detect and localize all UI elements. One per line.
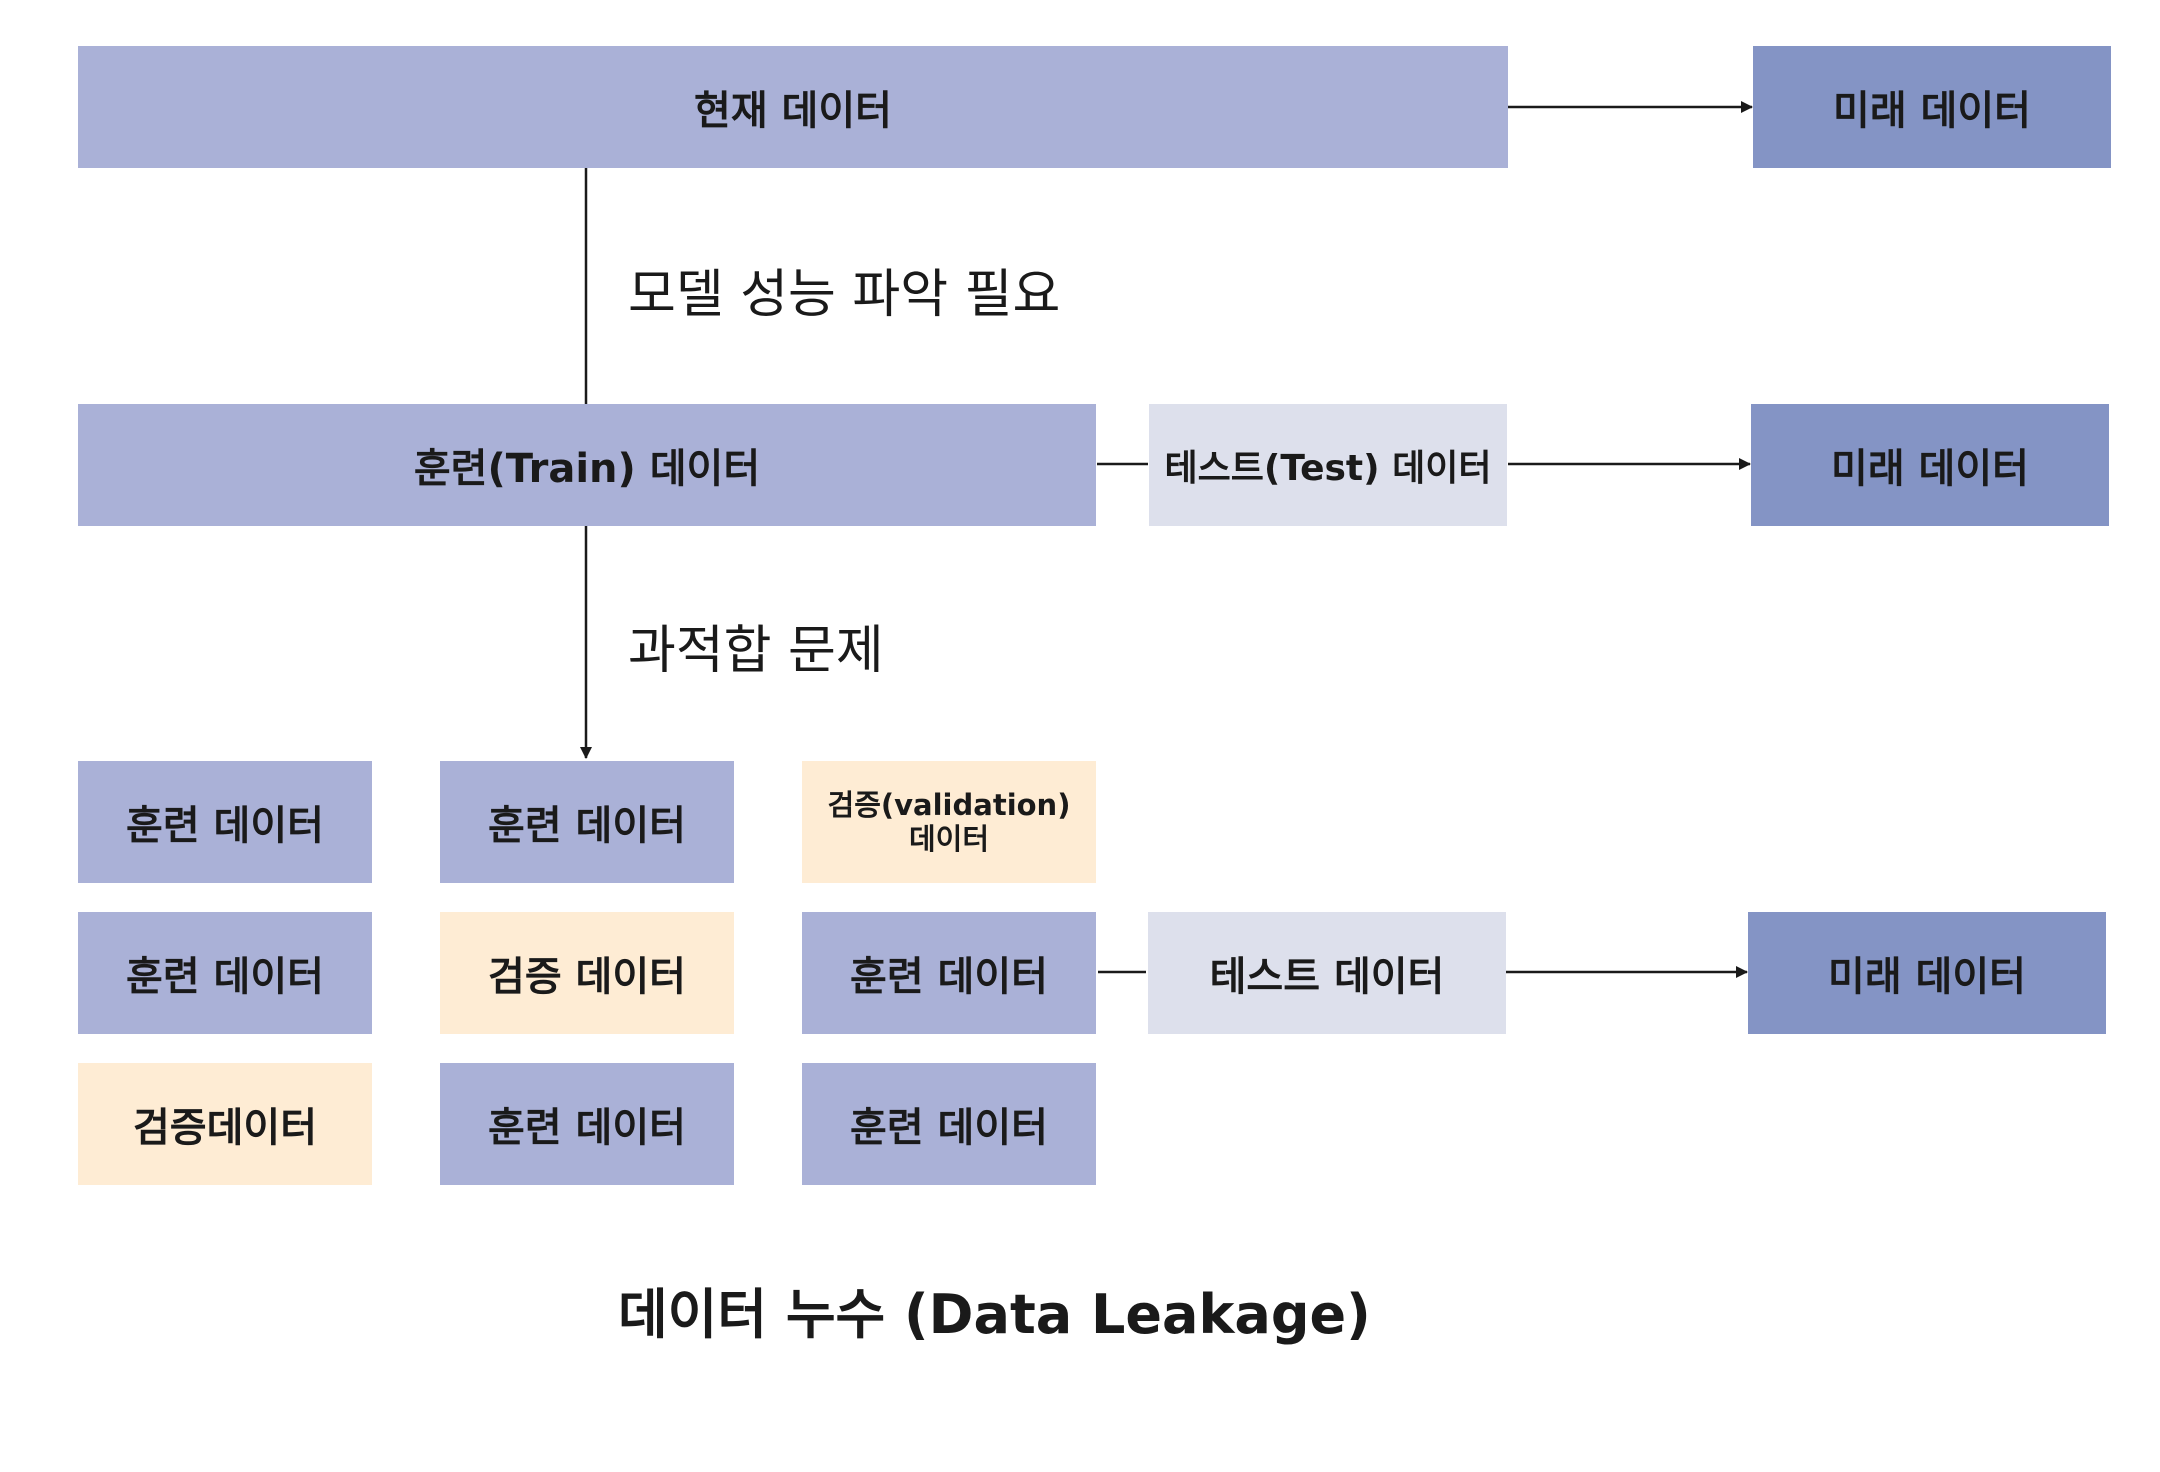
grid-r1c1-train: 훈련 데이터 xyxy=(78,761,372,883)
test-data-label: 테스트(Test) 데이터 xyxy=(1164,448,1492,489)
grid-r1c3-label-line1: 검증(validation) xyxy=(827,788,1071,822)
current-data-box: 현재 데이터 xyxy=(78,46,1508,168)
grid-r2c1-train: 훈련 데이터 xyxy=(78,912,372,1034)
grid-r1c3-validation: 검증(validation) 데이터 xyxy=(802,761,1096,883)
future-data-label-middle: 미래 데이터 xyxy=(1831,446,2029,492)
grid-r3c3-train: 훈련 데이터 xyxy=(802,1063,1096,1185)
grid-r3c1-validation: 검증데이터 xyxy=(78,1063,372,1185)
future-data-label-top: 미래 데이터 xyxy=(1833,88,2031,134)
grid-r3c3-label: 훈련 데이터 xyxy=(850,1105,1048,1151)
diagram-title: 데이터 누수 (Data Leakage) xyxy=(618,1283,1371,1346)
grid-r2c2-label: 검증 데이터 xyxy=(488,954,686,1000)
grid-r1c1-label: 훈련 데이터 xyxy=(126,803,324,849)
grid-test-data-label: 테스트 데이터 xyxy=(1209,954,1445,1000)
future-data-box-top: 미래 데이터 xyxy=(1753,46,2111,168)
grid-r2c3-label: 훈련 데이터 xyxy=(850,954,1048,1000)
grid-r1c2-train: 훈련 데이터 xyxy=(440,761,734,883)
train-data-box: 훈련(Train) 데이터 xyxy=(78,404,1096,526)
future-data-label-bottom: 미래 데이터 xyxy=(1828,954,2026,1000)
grid-r3c2-label: 훈련 데이터 xyxy=(488,1105,686,1151)
grid-r2c3-train: 훈련 데이터 xyxy=(802,912,1096,1034)
train-data-label: 훈련(Train) 데이터 xyxy=(413,446,761,492)
overfitting-label: 과적합 문제 xyxy=(628,621,884,681)
grid-r1c3-label-line2: 데이터 xyxy=(908,822,990,856)
current-data-label: 현재 데이터 xyxy=(694,88,892,134)
grid-r1c2-label: 훈련 데이터 xyxy=(488,803,686,849)
grid-r2c1-label: 훈련 데이터 xyxy=(126,954,324,1000)
future-data-box-middle: 미래 데이터 xyxy=(1751,404,2109,526)
grid-r3c1-label: 검증데이터 xyxy=(133,1105,317,1151)
test-data-box: 테스트(Test) 데이터 xyxy=(1149,404,1507,526)
grid-r2c2-validation: 검증 데이터 xyxy=(440,912,734,1034)
future-data-box-bottom: 미래 데이터 xyxy=(1748,912,2106,1034)
grid-test-data-box: 테스트 데이터 xyxy=(1148,912,1506,1034)
grid-r3c2-train: 훈련 데이터 xyxy=(440,1063,734,1185)
model-performance-label: 모델 성능 파악 필요 xyxy=(628,265,1061,325)
